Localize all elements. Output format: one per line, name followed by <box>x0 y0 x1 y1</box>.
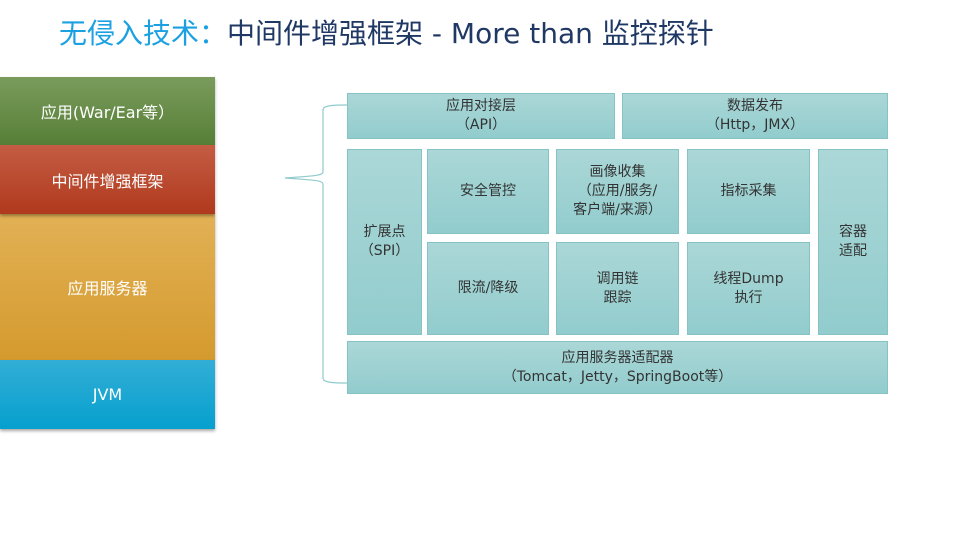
box-app-api-layer: 应用对接层 （API） <box>347 93 615 139</box>
box-spi-extension: 扩展点 （SPI） <box>347 149 422 335</box>
box-thread-dump: 线程Dump 执行 <box>687 242 810 335</box>
layer-label: 应用(War/Ear等） <box>40 103 175 122</box>
box-metrics-collection: 指标采集 <box>687 149 810 234</box>
layer-jvm: JVM <box>0 360 215 429</box>
box-container-adapter: 容器 适配 <box>818 149 888 335</box>
page-title: 无侵入技术：中间件增强框架 - More than 监控探针 <box>59 12 714 52</box>
box-profile-collection: 画像收集 （应用/服务/ 客户端/来源） <box>556 149 679 234</box>
layer-label: 中间件增强框架 <box>51 171 164 191</box>
layer-middleware-framework: 中间件增强框架 <box>0 145 215 214</box>
box-rate-limit-degrade: 限流/降级 <box>427 242 549 335</box>
layer-application: 应用(War/Ear等） <box>0 77 215 145</box>
box-call-chain-tracing: 调用链 跟踪 <box>556 242 679 335</box>
layer-label: JVM <box>92 385 123 404</box>
box-data-publish: 数据发布 （Http，JMX） <box>622 93 888 139</box>
box-app-server-adapter: 应用服务器适配器 （Tomcat，Jetty，SpringBoot等） <box>347 341 888 394</box>
layer-app-server: 应用服务器 <box>0 214 215 360</box>
title-prefix: 无侵入技术： <box>59 17 228 50</box>
box-security-control: 安全管控 <box>427 149 549 234</box>
layer-label: 应用服务器 <box>67 279 148 298</box>
curly-brace-connector <box>284 104 348 384</box>
title-main: 中间件增强框架 - More than 监控探针 <box>227 17 714 50</box>
